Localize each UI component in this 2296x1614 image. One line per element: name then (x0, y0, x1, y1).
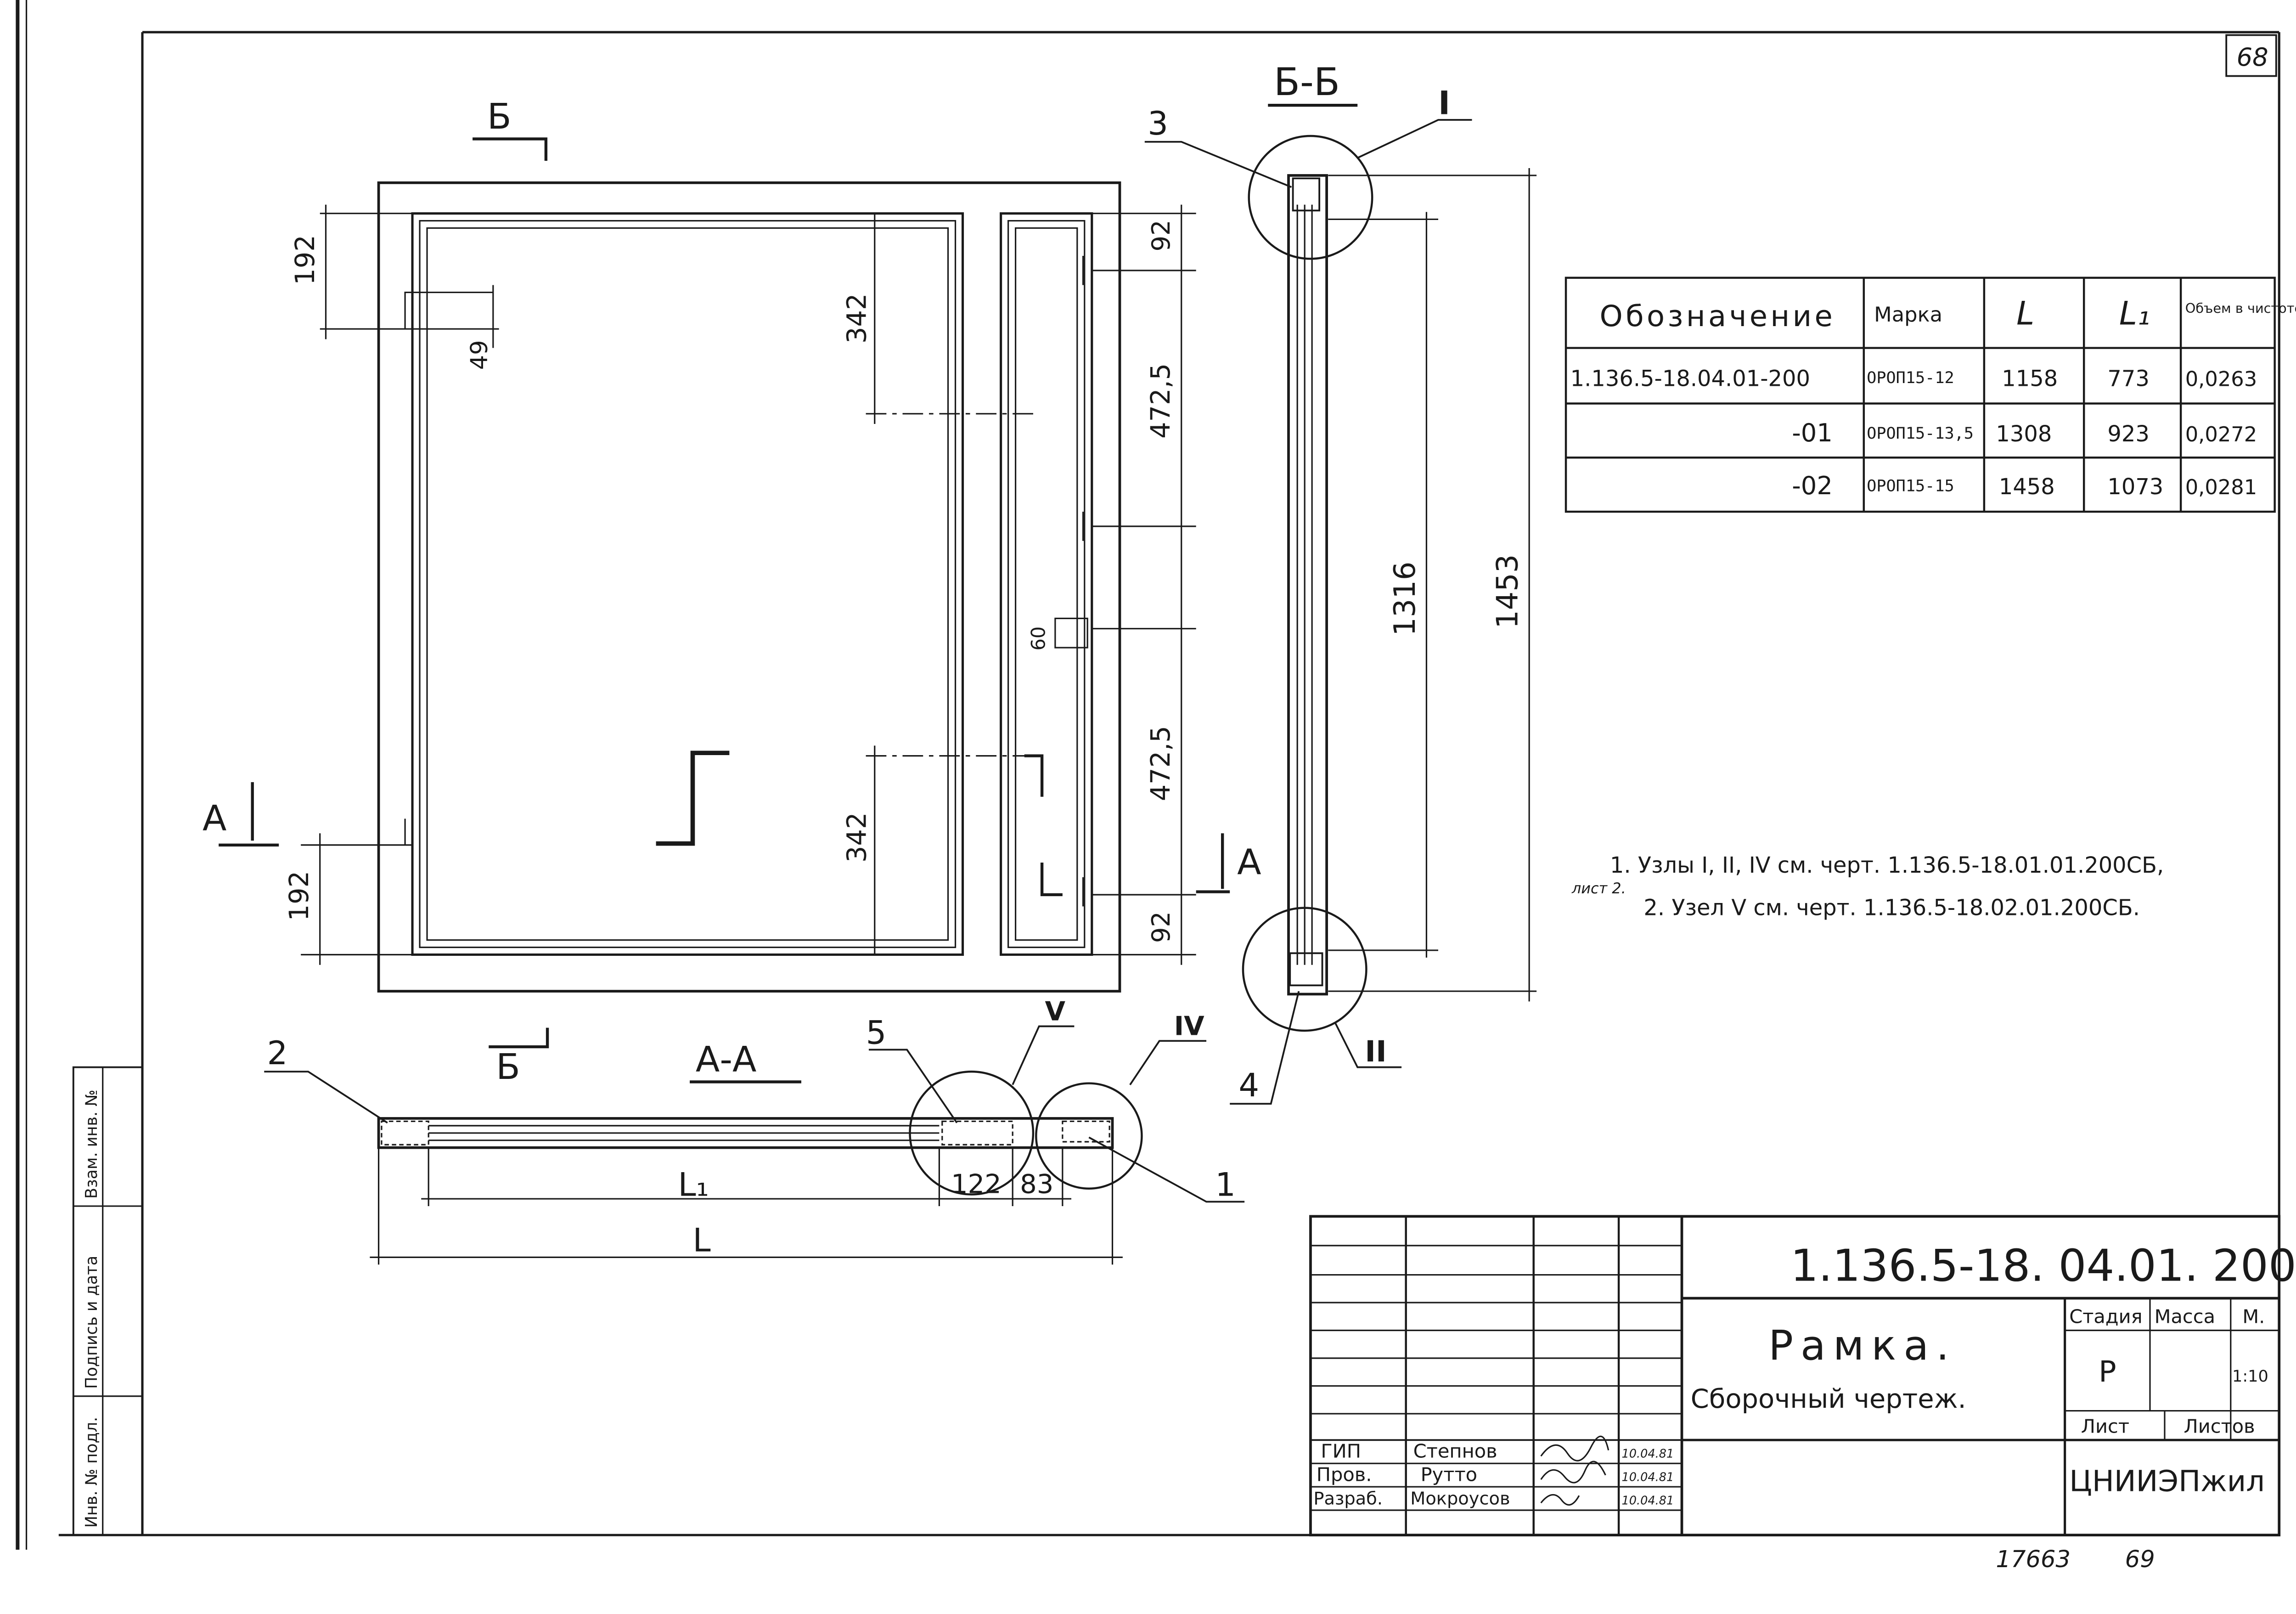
date-razrab: 10.04.81 (1621, 1494, 1674, 1507)
dim-83: 83 (1020, 1168, 1053, 1199)
node-mark-ii: II (1365, 1035, 1387, 1069)
callout-1: 1 (1215, 1166, 1236, 1204)
side-stamp: Инв. № подл. Подпись и дата Взам. инв. № (72, 1066, 143, 1536)
dim-l1: L₁ (678, 1166, 709, 1204)
spec-row3-mark: ОРОП15-15 (1867, 477, 1954, 496)
spec-table-row-3: -02 ОРОП15-15 1458 1073 0,0281 (1792, 471, 2257, 500)
cut-mark-b-top: Б (487, 96, 512, 137)
dim-92-bottom: 92 (1147, 911, 1176, 943)
name-prov: Рутто (1421, 1463, 1477, 1485)
callout-3: 3 (1148, 105, 1168, 142)
spec-header-l: L (2016, 295, 2034, 333)
spec-table-row-1: 1.136.5-18.04.01-200 ОРОП15-12 1158 773 … (1570, 366, 2257, 391)
plan-dimensions-right (1054, 204, 1196, 965)
note-1-continuation: лист 2. (1571, 880, 1626, 897)
callout-4: 4 (1238, 1067, 1259, 1104)
name-gip: Степнов (1413, 1440, 1497, 1462)
plan-dimensions-middle (866, 213, 1036, 955)
callout-2: 2 (267, 1034, 288, 1072)
dim-92-top: 92 (1147, 220, 1176, 252)
note-1: 1. Узлы I, II, IV см. черт. 1.136.5-18.0… (1610, 853, 2164, 878)
spec-row1-designation: 1.136.5-18.04.01-200 (1570, 366, 1810, 391)
drawing-subtitle: Сборочный чертеж. (1691, 1383, 1966, 1414)
spec-header-volume: Объем в чистоте, м³ (2185, 300, 2296, 316)
dim-192-bottom: 192 (284, 871, 315, 921)
spec-row1-mark: ОРОП15-12 (1867, 368, 1954, 387)
node-mark-iv: IV (1174, 1011, 1204, 1042)
title-block-role-prov: Пров. Рутто 10.04.81 (1317, 1461, 1674, 1485)
spec-row1-volume: 0,0263 (2185, 367, 2257, 391)
stage-value: Р (2099, 1355, 2116, 1389)
sheet-header: Лист (2081, 1415, 2129, 1437)
section-bb-view (1144, 119, 1537, 1105)
doc-code: 1.136.5-18. 04.01. 200СБ (1790, 1240, 2296, 1291)
spec-row2-l: 1308 (1996, 422, 2052, 447)
stamp-replacement-inv: Взам. инв. № (82, 1089, 101, 1199)
plan-dimensions-left (301, 204, 499, 965)
notes: 1. Узлы I, II, IV см. черт. 1.136.5-18.0… (1571, 853, 2164, 920)
callout-5: 5 (866, 1014, 887, 1052)
spec-row2-volume: 0,0272 (2185, 423, 2257, 446)
spec-row3-l: 1458 (1999, 474, 2055, 500)
plan-view (377, 181, 1121, 993)
dim-122: 122 (951, 1168, 1002, 1199)
spec-table-header-row: Обозначение Марка L L₁ Объем в чистоте, … (1600, 295, 2296, 333)
dim-l: L (692, 1222, 710, 1259)
dim-192-top: 192 (290, 235, 321, 285)
cut-marks (219, 137, 1230, 1049)
dim-60: 60 (1027, 626, 1049, 651)
scale-value: 1:10 (2232, 1367, 2268, 1386)
cut-mark-a-left: А (203, 798, 226, 839)
spec-table (1564, 277, 2276, 513)
dim-1453: 1453 (1491, 554, 1525, 629)
node-mark-i: I (1438, 84, 1450, 122)
title-block (1309, 1215, 2281, 1536)
cut-mark-b-bottom: Б (496, 1047, 520, 1088)
spec-row2-l1: 923 (2107, 422, 2149, 447)
dim-342-bottom: 342 (841, 813, 872, 863)
spec-header-designation: Обозначение (1600, 299, 1836, 333)
spec-header-mark: Марка (1874, 303, 1942, 327)
stamp-signature-date: Подпись и дата (82, 1256, 101, 1389)
role-prov: Пров. (1317, 1463, 1372, 1485)
spec-table-row-2: -01 ОРОП15-13,5 1308 923 0,0272 (1792, 418, 2257, 447)
spec-row1-l: 1158 (2002, 366, 2058, 391)
spec-row3-designation: -02 (1792, 471, 1833, 500)
sheets-header: Листов (2184, 1415, 2255, 1437)
date-gip: 10.04.81 (1621, 1447, 1674, 1461)
stage-header: Стадия (2069, 1306, 2142, 1328)
scale-header: М. (2242, 1306, 2265, 1328)
node-mark-v: V (1045, 996, 1065, 1027)
bottom-number-a: 17663 (1996, 1546, 2071, 1573)
drawing-title: Рамка. (1768, 1322, 1957, 1370)
section-aa-view (264, 1025, 1245, 1265)
name-razrab: Мокроусов (1410, 1488, 1510, 1509)
spec-row1-l1: 773 (2107, 366, 2149, 391)
spec-header-l1: L₁ (2119, 295, 2150, 333)
cut-mark-a-right: А (1237, 842, 1261, 883)
spec-row2-designation: -01 (1792, 418, 1833, 447)
dim-472-5-top: 472,5 (1145, 363, 1176, 439)
spec-row2-mark: ОРОП15-13,5 (1867, 424, 1974, 443)
title-block-role-razrab: Разраб. Мокроусов 10.04.81 (1313, 1488, 1674, 1509)
mass-header: Масса (2155, 1306, 2215, 1328)
stamp-inv-no: Инв. № подл. (82, 1417, 101, 1528)
sheet-number: 68 (2237, 43, 2268, 72)
dim-1316: 1316 (1388, 562, 1422, 636)
spec-row3-volume: 0,0281 (2185, 475, 2257, 499)
role-gip: ГИП (1321, 1440, 1361, 1462)
role-razrab: Разраб. (1313, 1488, 1383, 1509)
title-block-role-gip: ГИП Степнов 10.04.81 (1321, 1435, 1674, 1462)
note-2: 2. Узел V см. черт. 1.136.5-18.02.01.200… (1643, 896, 2140, 921)
spec-row3-l1: 1073 (2107, 474, 2163, 500)
dim-49: 49 (466, 340, 493, 370)
dim-472-5-bottom: 472,5 (1145, 726, 1176, 801)
section-aa-title: А-А (696, 1039, 757, 1080)
organization: ЦНИИЭПжил (2069, 1465, 2265, 1499)
section-bb-title: Б-Б (1274, 60, 1340, 104)
dim-342-top: 342 (841, 293, 872, 344)
date-prov: 10.04.81 (1621, 1470, 1674, 1484)
bottom-number-b: 69 (2125, 1546, 2155, 1573)
